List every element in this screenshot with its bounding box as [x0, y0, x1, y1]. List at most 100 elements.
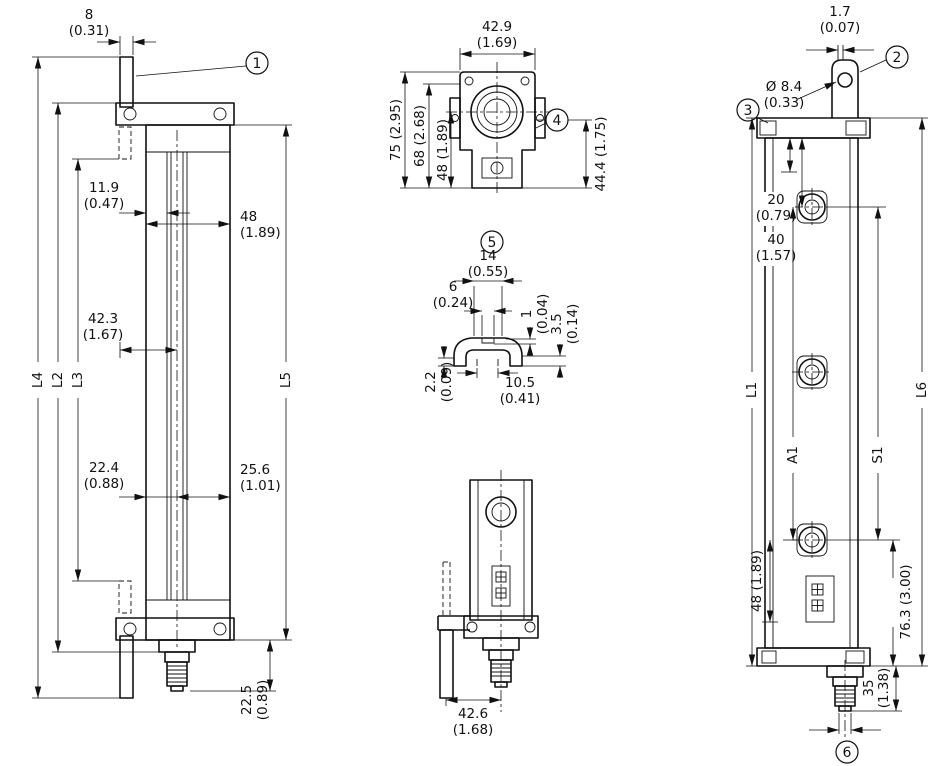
hidden-bracket-tab-top: [118, 126, 132, 160]
dim-L4: L4: [30, 56, 120, 699]
callout-3: 3: [736, 98, 769, 124]
dim-22-in: (0.09): [439, 362, 455, 403]
dim-256-in: (1.01): [240, 478, 281, 494]
dim-S1-label: S1: [870, 446, 886, 463]
dim-housing-width: 48 (1.89): [146, 209, 281, 241]
beam-element-2: [792, 353, 832, 391]
dim-S1: S1: [829, 206, 900, 541]
dim-40-in: (1.57): [756, 248, 797, 264]
dim-axis-position: 22.4 (0.88) 25.6 (1.01): [84, 460, 281, 501]
dim-tab-thickness: 1.7 (0.07): [806, 4, 874, 54]
dim-slot-1: 1 (0.04): [494, 294, 551, 356]
dim-1-in: (0.04): [535, 294, 551, 335]
beam-element-3: [792, 521, 832, 559]
dim-20-in: (0.79): [756, 208, 797, 224]
callout-4-number: 4: [553, 113, 562, 129]
dim-75-label: 75 (2.95): [388, 99, 404, 161]
dim-105-mm: 10.5: [505, 375, 535, 391]
dim-14-in: (0.55): [468, 264, 509, 280]
dim-225-mm: 22.5: [239, 685, 255, 715]
dim-top-width: 42.9 (1.69): [459, 19, 536, 70]
beam-element-1: [792, 188, 832, 226]
callout-6: 6: [809, 713, 881, 764]
callout-5: 5: [480, 230, 504, 254]
dim-763-label: 76.3 (3.00): [898, 565, 914, 640]
callout-4: 4: [535, 108, 569, 132]
callout-6-number: 6: [843, 745, 852, 761]
dim-slot-105: 10.5 (0.41): [457, 368, 540, 407]
dim-444-label: 44.4 (1.75): [593, 117, 609, 192]
dim-35-mm: 3.5: [549, 313, 565, 334]
dim-A1-label: A1: [785, 446, 801, 464]
callout-5-number: 5: [488, 235, 497, 251]
dim-L2-label: L2: [50, 372, 66, 388]
dim-slot-14: 14 (0.55): [454, 248, 522, 336]
connector-front: [158, 639, 196, 692]
dim-763: 76.3 (3.00): [889, 540, 914, 666]
dim-connector-protrusion: 22.5 (0.89): [190, 639, 292, 720]
dim-119-in: (0.47): [84, 196, 125, 212]
dim-L4-label: L4: [30, 372, 46, 388]
dim-1-mm: 1: [519, 310, 535, 319]
dim-axis-to-bracket: 42.3 (1.67): [83, 311, 177, 358]
dim-L6-label: L6: [914, 382, 930, 398]
dim-35-connector: 35 (1.38): [851, 666, 902, 712]
dim-L3-label: L3: [70, 372, 86, 388]
callout-1: 1: [135, 51, 269, 77]
dim-6-mm: 6: [449, 279, 458, 295]
callout-2-number: 2: [893, 50, 902, 66]
dim-429-in: (1.69): [477, 35, 518, 51]
dim-48-in: (1.89): [240, 225, 281, 241]
bottom-part-view: 42.6 (1.68): [437, 470, 539, 738]
dim-14-mm: 14: [479, 248, 496, 264]
dim-40-mm: 40: [767, 232, 784, 248]
dim-17-mm: 1.7: [829, 4, 850, 20]
slot-detail-view: 5 14 (0.55) 6 (0.24) 1 (0.04) 3.5 (0.14): [423, 230, 581, 407]
side-view: 1.7 (0.07) 2 Ø 8.4 (0.33) 3 20 (0.79) 40…: [736, 4, 930, 764]
dim-8-mm: 8: [85, 7, 94, 23]
dim-426: 42.6 (1.68): [445, 696, 501, 738]
front-view: 8 (0.31) 1 11.9 (0.47) 48 (1.89) 42.3 (1…: [30, 7, 294, 720]
dim-35c-in: (1.38): [876, 668, 892, 709]
dim-L5-label: L5: [278, 372, 294, 388]
dim-224-mm: 22.4: [89, 460, 119, 476]
dim-L3: L3: [70, 158, 119, 582]
dim-slot-6: 6 (0.24): [433, 279, 512, 336]
dim-119-mm: 11.9: [89, 180, 119, 196]
dim-48-side-label: 48 (1.89): [749, 550, 765, 612]
mounting-bracket-bottom-view: [437, 561, 470, 699]
dim-35c-mm: 35: [861, 679, 877, 696]
dim-426-in: (1.68): [453, 722, 494, 738]
dim-A1: A1: [783, 207, 803, 541]
dim-L6: L6: [870, 117, 930, 667]
dim-17-in: (0.07): [820, 20, 861, 36]
hidden-bracket-tab-bottom: [118, 580, 132, 614]
dim-48-side: 48 (1.89): [749, 540, 778, 623]
dim-hole-diameter: Ø 8.4 (0.33): [764, 79, 837, 111]
dim-6-in: (0.24): [433, 295, 474, 311]
dim-slot-35: 3.5 (0.14): [522, 304, 581, 378]
dim-L1: L1: [744, 117, 760, 667]
dim-hole-in: (0.33): [764, 95, 805, 111]
dim-35-in: (0.14): [565, 304, 581, 345]
dim-beam-offsets: 20 (0.79) 40 (1.57): [756, 138, 806, 266]
callout-2: 2: [859, 45, 909, 73]
dim-429-mm: 42.9: [482, 19, 512, 35]
dim-hole-mm: Ø 8.4: [766, 79, 802, 95]
dim-48-label: 48 (1.89): [435, 119, 451, 181]
dim-68-label: 68 (2.68): [412, 105, 428, 167]
dim-423-in: (1.67): [83, 327, 124, 343]
dim-105-in: (0.41): [500, 391, 541, 407]
dim-20-mm: 20: [767, 192, 784, 208]
dim-L2: L2: [50, 102, 163, 653]
dim-window-offset: 11.9 (0.47): [84, 180, 190, 217]
dim-8-in: (0.31): [69, 23, 110, 39]
dim-L1-label: L1: [744, 382, 760, 398]
dim-top-heights: 75 (2.95) 68 (2.68) 48 (1.89): [388, 71, 472, 189]
top-section-view: 42.9 (1.69) 75 (2.95) 68 (2.68) 48 (1.89…: [388, 19, 609, 196]
dim-48-mm: 48: [240, 209, 257, 225]
dim-22-mm: 2.2: [423, 371, 439, 392]
dim-L5: L5: [230, 124, 294, 640]
dim-slot-22: 2.2 (0.09): [423, 346, 455, 402]
